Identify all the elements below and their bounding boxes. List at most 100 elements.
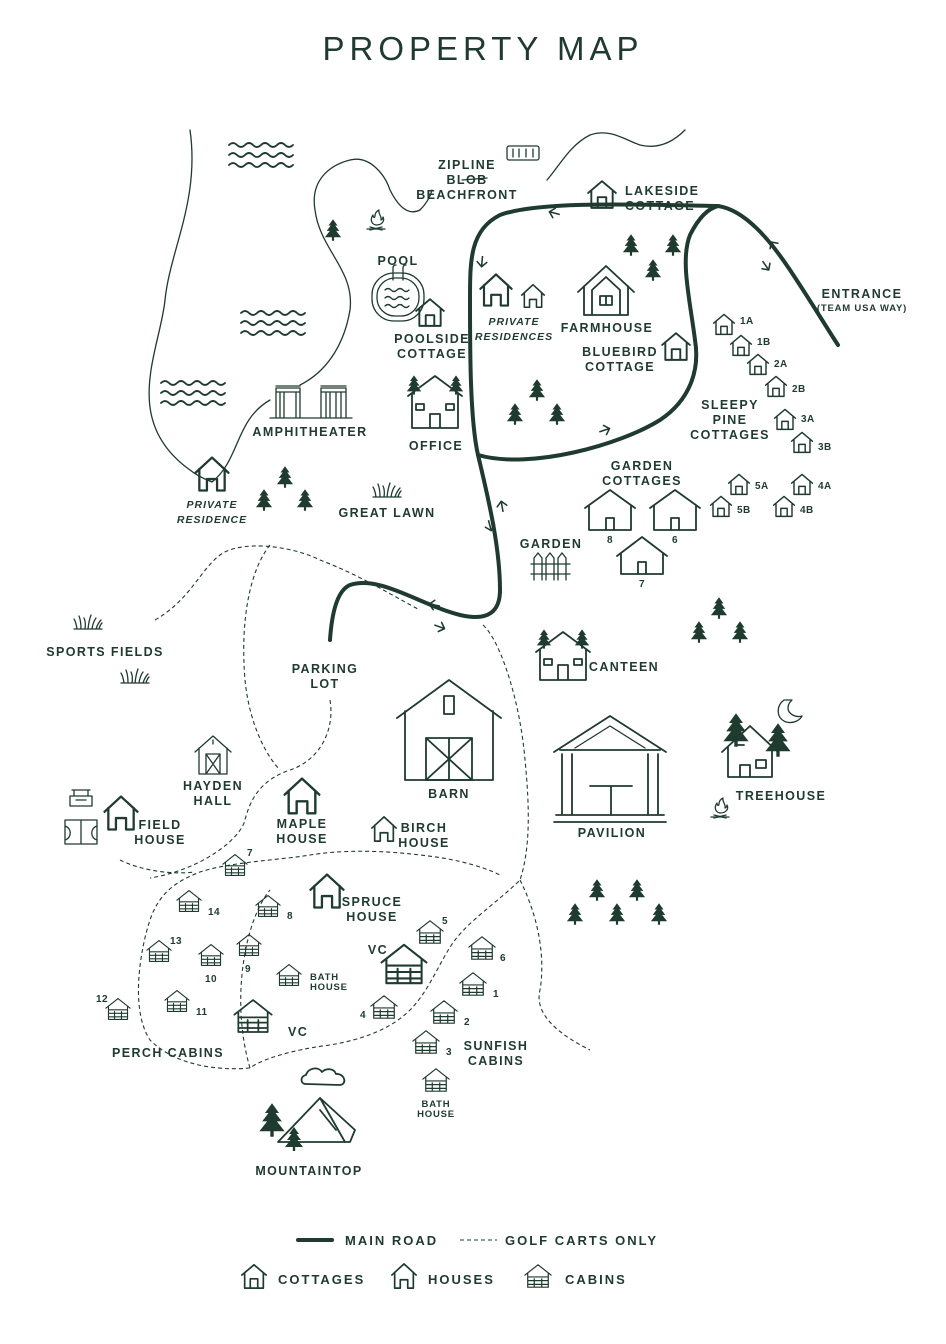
canteen-label: CANTEEN: [589, 660, 659, 674]
garden-cottages-label-2: COTTAGES: [602, 474, 682, 488]
svg-text:HOUSE: HOUSE: [417, 1109, 455, 1120]
tree-icon: [628, 879, 646, 901]
svg-text:2B: 2B: [792, 384, 806, 395]
tree-icon: [448, 375, 464, 395]
pool: POOL: [371, 254, 425, 322]
golf-cart-paths: [119, 544, 591, 1070]
shoreline: [148, 129, 686, 483]
lakeside-label-2: COTTAGE: [625, 199, 695, 213]
sleepy-pine-label-3: COTTAGES: [690, 428, 770, 442]
tree-icon: [548, 403, 566, 425]
maple-house-label: MAPLE: [277, 817, 328, 831]
pavilion-icon: [553, 715, 667, 823]
private-residence-icon: [520, 283, 546, 309]
mountaintop-icon: [259, 1067, 356, 1151]
blob-label: BLOB: [446, 173, 487, 187]
svg-text:5: 5: [442, 916, 448, 927]
poolside-cottage-icon: [415, 298, 445, 327]
bluebird-label: BLUEBIRD: [582, 345, 658, 359]
svg-text:VC: VC: [368, 943, 388, 957]
grass-icon: [120, 668, 150, 684]
sleepy-pine-cottages: 1A 1B 2A 2B 3A 3B: [712, 313, 832, 454]
tree-icon: [622, 234, 640, 256]
tree-icon: [255, 489, 273, 511]
perch-vc-cabin-icon: [233, 999, 273, 1033]
field-house-area: [64, 789, 139, 845]
garden-fence-icon: [530, 552, 571, 581]
svg-text:5B: 5B: [737, 505, 751, 516]
svg-text:BATH: BATH: [422, 1099, 451, 1110]
tree-icon: [690, 621, 708, 643]
water-waves-icon: [160, 380, 226, 406]
entrance-label: ENTRANCE: [822, 287, 903, 301]
svg-text:9: 9: [245, 964, 251, 975]
mountaintop-label: MOUNTAINTOP: [255, 1164, 362, 1178]
water-waves-icon: [240, 310, 306, 336]
birch-house-icon: [371, 816, 397, 842]
perch-cabins: 7 14 8 13 10 9 12 11 VC BATH HOUSE: [96, 848, 347, 1039]
poolside-label-2: COTTAGE: [397, 347, 467, 361]
main-road: [328, 202, 840, 642]
sleepy-pine-label: SLEEPY: [701, 398, 759, 412]
garden-cottages-label: GARDEN: [611, 459, 674, 473]
legend-cabin-icon: [524, 1264, 552, 1288]
sunfish-cabins-label-2: CABINS: [468, 1054, 524, 1068]
svg-text:4: 4: [360, 1010, 366, 1021]
svg-text:3B: 3B: [818, 442, 832, 453]
svg-text:3A: 3A: [801, 414, 815, 425]
svg-text:1A: 1A: [740, 316, 754, 327]
svg-text:7: 7: [639, 579, 645, 590]
treehouse-label: TREEHOUSE: [736, 789, 826, 803]
sunfish-cabins-label: SUNFISH: [464, 1039, 529, 1053]
amphitheater-label: AMPHITHEATER: [252, 425, 367, 439]
office-icon: [407, 375, 463, 429]
birch-house-label-2: HOUSE: [398, 836, 449, 850]
spruce-house-label: SPRUCE: [342, 895, 403, 909]
grass-icon: [372, 482, 402, 498]
svg-text:13: 13: [170, 936, 182, 947]
private-residence-icon: [479, 273, 513, 307]
hayden-hall-label-2: HALL: [194, 794, 233, 808]
barn-icon: [396, 679, 502, 781]
tree-icon: [276, 466, 294, 488]
garden-label: GARDEN: [520, 537, 583, 551]
legend-houses-label: HOUSES: [428, 1272, 495, 1287]
svg-text:8: 8: [607, 535, 613, 546]
great-lawn-label: GREAT LAWN: [338, 506, 435, 520]
tree-icon: [608, 903, 626, 925]
svg-text:2A: 2A: [774, 359, 788, 370]
maple-house-icon: [283, 777, 321, 815]
sunfish-cabins: VC 5 6 1 4 2 3 BATH HOUSE: [360, 916, 506, 1120]
svg-text:BATH: BATH: [310, 972, 339, 983]
pool-label: POOL: [377, 254, 418, 268]
legend-golf-carts-label: GOLF CARTS ONLY: [505, 1233, 658, 1248]
tree-icon: [536, 629, 552, 649]
hayden-hall-label: HAYDEN: [183, 779, 243, 793]
svg-text:2: 2: [464, 1017, 470, 1028]
parking-lot-label: PARKING: [292, 662, 359, 676]
legend: MAIN ROAD GOLF CARTS ONLY COTTAGES HOUSE…: [241, 1233, 658, 1289]
tree-icon: [650, 903, 668, 925]
private-residences-label-2: RESIDENCES: [475, 331, 553, 343]
tree-icon: [566, 903, 584, 925]
spruce-house-icon: [309, 873, 345, 909]
svg-text:14: 14: [208, 907, 220, 918]
tree-icon: [664, 234, 682, 256]
hayden-hall-icon: [194, 735, 232, 775]
sports-fields-label: SPORTS FIELDS: [46, 645, 164, 659]
sleepy-pine-label-2: PINE: [713, 413, 748, 427]
private-residence-label-2: RESIDENCE: [177, 514, 247, 526]
tree-icon: [324, 219, 342, 241]
bluebird-label-2: COTTAGE: [585, 360, 655, 374]
svg-text:3: 3: [446, 1047, 452, 1058]
blob-icon: [506, 145, 540, 161]
svg-text:12: 12: [96, 994, 108, 1005]
birch-house-label: BIRCH: [401, 821, 448, 835]
legend-cottage-icon: [241, 1263, 267, 1289]
svg-text:5A: 5A: [755, 481, 769, 492]
tree-icon: [644, 259, 662, 281]
legend-house-icon: [391, 1263, 417, 1289]
campfire-icon: [366, 209, 386, 231]
office-label: OFFICE: [409, 439, 463, 453]
